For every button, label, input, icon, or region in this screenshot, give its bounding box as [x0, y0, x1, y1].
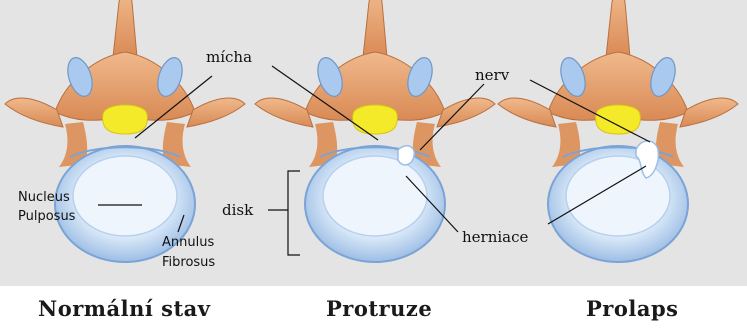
label-nucleus-line1: Nucleus — [18, 190, 70, 205]
vertebra-protrusion — [255, 0, 495, 262]
label-nerve: nerv — [475, 66, 510, 84]
label-herniation: herniace — [462, 228, 529, 246]
label-annulus-line1: Annulus — [162, 235, 214, 250]
vertebra-prolapse — [498, 0, 738, 262]
caption-protrusion: Protruze — [326, 296, 432, 321]
caption-normal: Normální stav — [38, 296, 210, 321]
caption-prolapse: Prolaps — [586, 296, 678, 321]
spine-diagram: mícha nerv Nucleus Pulposus Annulus Fibr… — [0, 0, 747, 286]
label-annulus-line2: Fibrosus — [162, 255, 215, 270]
label-disc: disk — [222, 201, 254, 219]
protrusion-bulge — [398, 146, 414, 165]
label-nucleus-line2: Pulposus — [18, 209, 76, 224]
label-spinal-cord: mícha — [206, 48, 252, 66]
